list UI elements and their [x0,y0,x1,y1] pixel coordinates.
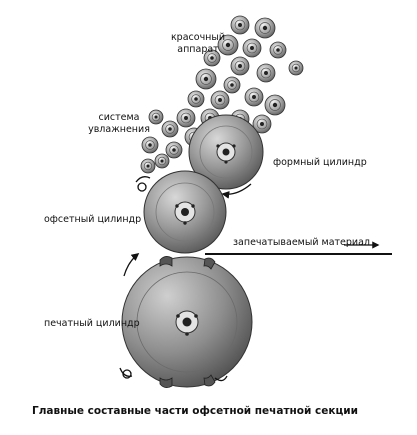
label-dampening-system: система увлажнения [83,112,155,136]
label-impression-cylinder: печатный цилиндр [44,318,140,329]
roller-15 [187,90,205,108]
roller-20 [161,120,179,138]
roller-7 [230,56,250,76]
label-printed-material: запечатываемый материал [233,237,370,248]
plate-cylinder [188,114,264,190]
label-plate-cylinder: формный цилиндр [273,157,367,168]
roller-11 [223,76,241,94]
roller-12 [244,87,264,107]
roller-21 [148,109,164,125]
roller-10 [195,68,217,90]
blanket-cylinder [135,170,227,254]
impression-cylinder [119,256,253,388]
roller-14 [264,94,286,116]
roller-16 [176,108,196,128]
roller-1 [230,15,250,35]
roller-23 [165,141,183,159]
printed-material-path [205,241,392,255]
roller-3 [217,34,239,56]
roller-22 [141,136,159,154]
roller-9 [288,60,304,76]
roller-6 [203,49,221,67]
label-blanket-cylinder: офсетный цилиндр [44,214,142,225]
roller-26 [140,158,156,174]
figure-caption: Главные составные части офсетной печатно… [32,405,359,417]
label-inking-unit: красочный аппарат [160,32,236,56]
roller-8 [256,63,276,83]
label-dampening-system-line-1: система [98,112,140,123]
roller-4 [242,38,262,58]
roller-13 [210,90,230,110]
rotation-arrows [123,183,252,277]
label-dampening-system-line-2: увлажнения [88,124,150,135]
label-inking-unit-line-2: аппарат [177,44,219,55]
roller-25 [154,153,170,169]
label-inking-unit-line-1: красочный [170,32,226,43]
roller-5 [269,41,287,59]
roller-19 [252,114,272,134]
roller-2 [254,17,276,39]
